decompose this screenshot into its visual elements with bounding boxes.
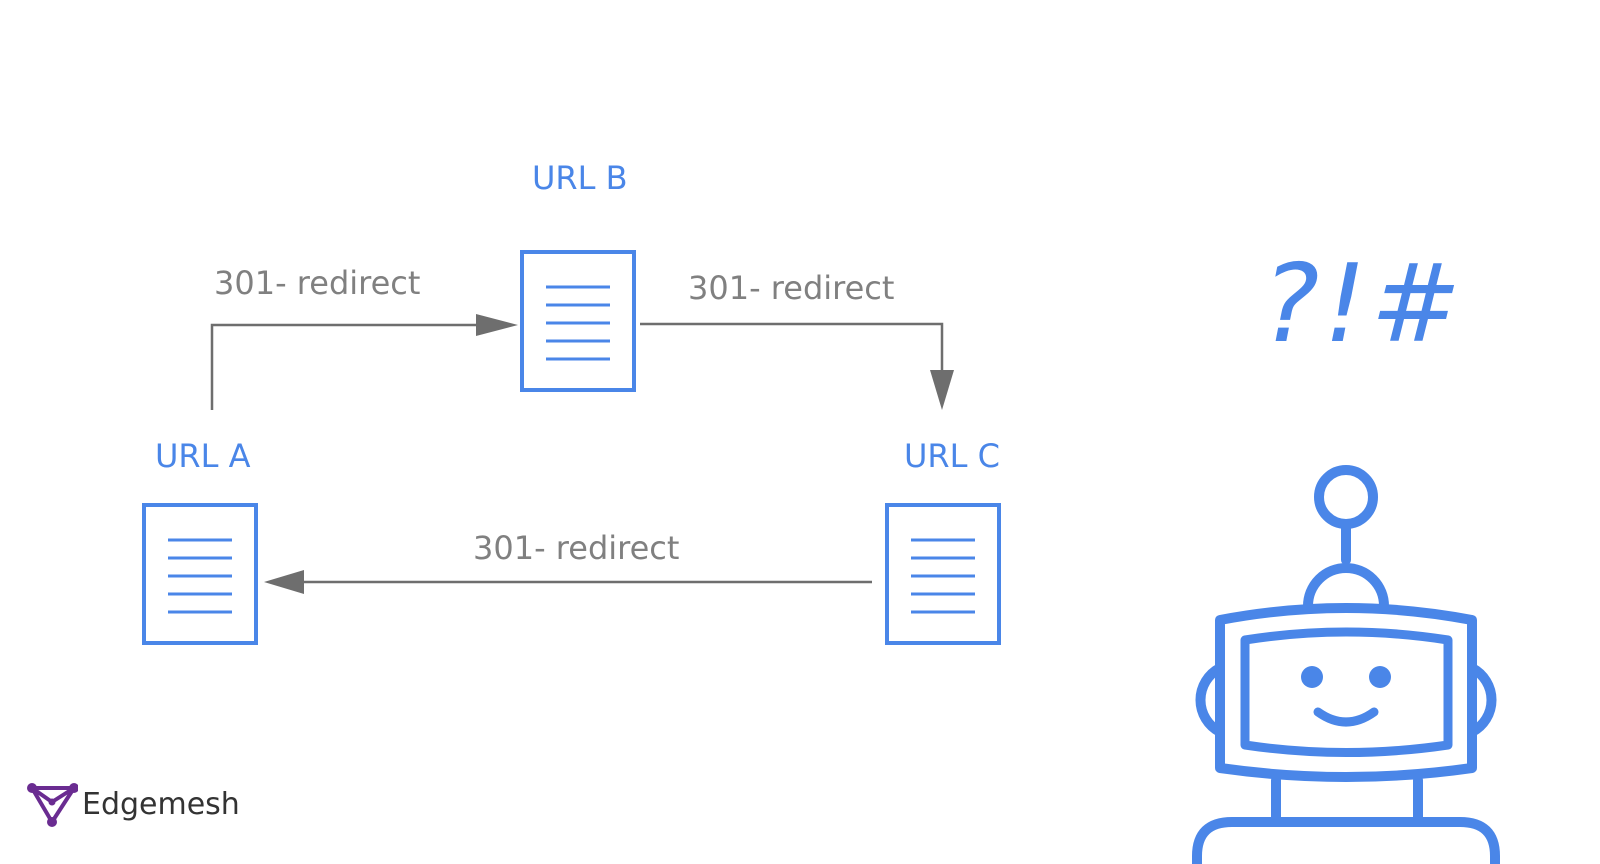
edge-b-to-c [640,322,954,410]
node-label-url-b: URL B [532,159,628,197]
document-icon [520,250,636,392]
edge-label-b-to-c: 301- redirect [688,269,895,307]
document-icon [885,503,1001,645]
brand-logo: Edgemesh [26,780,240,828]
robot-confusion-symbols: ?!# [1262,242,1466,367]
robot-eyes [1301,666,1391,688]
edge-c-to-a [264,570,872,594]
document-icon [142,503,258,645]
brand-name: Edgemesh [82,786,240,822]
edge-a-to-b [210,314,518,410]
edge-label-c-to-a: 301- redirect [473,529,680,567]
node-label-url-a: URL A [155,437,251,475]
edgemesh-logo-icon [27,783,78,827]
node-label-url-c: URL C [904,437,1000,475]
edge-label-a-to-b: 301- redirect [214,264,421,302]
robot-icon [1192,465,1500,864]
